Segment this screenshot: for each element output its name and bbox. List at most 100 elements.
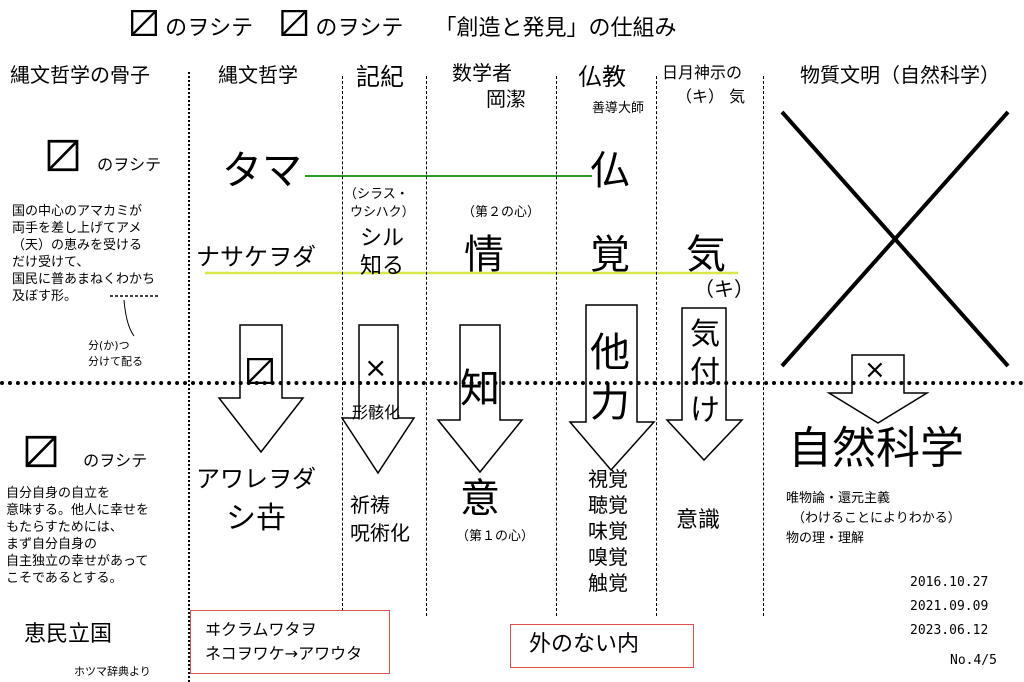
kiki-sub-2: ウシハク）: [350, 205, 415, 220]
nasakewoda-label: ナサケヲダ: [196, 243, 316, 271]
sotonai-text: 外のない内: [529, 632, 640, 657]
kiduke-3: け: [690, 393, 720, 428]
box-sotonai: 外のない内: [510, 624, 694, 668]
kiki-jujutsu: 呪術化: [350, 521, 410, 545]
upper-woshite-label: 〼 のヲシテ: [44, 135, 162, 180]
header-jomon: 縄文哲学: [218, 63, 298, 87]
header-busshitsu: 物質文明（自然科学）: [800, 63, 1000, 87]
right-desc-1: 唯物論・還元主義: [786, 491, 891, 506]
header-math2: 岡潔: [486, 87, 526, 111]
date-2: 2021.09.09: [910, 599, 989, 614]
note-wakete: 分けて配る: [88, 355, 143, 368]
right-desc-2: （わけることによりわかる）: [792, 511, 961, 526]
lower-desc-1: 自分自身の自立を: [6, 486, 111, 501]
kiduke-2: 付: [690, 355, 720, 390]
kiki-keigai: 形骸化: [352, 403, 401, 422]
upper-desc-4: だけ受けて、: [12, 255, 90, 270]
math-i: 意: [460, 476, 500, 522]
kikuramu-text: ヰクラムワタヲ: [205, 620, 317, 639]
header-math1: 数学者: [452, 61, 512, 85]
lower-woshite-label: 〼 のヲシテ: [22, 431, 148, 476]
lower-desc-2: 意味する。他人に幸せを: [6, 503, 150, 518]
tama-label: タマ: [222, 148, 302, 194]
hand-raise-glyph-icon: 〼: [44, 135, 83, 179]
big-x-stroke-2: [780, 110, 1010, 368]
title-part2: のヲシテ: [315, 16, 404, 41]
ki-kana: （キ）: [694, 277, 754, 301]
kiki-shiru-kanji: 知る: [360, 254, 405, 279]
self-glyph-icon: 〼: [22, 431, 61, 475]
nekowoda-text: ネコヲワケ→アワウタ: [205, 644, 363, 663]
header-bukkyo: 仏教: [578, 63, 626, 91]
box-kikuramu: ヰクラムワタヲ ネコヲワケ→アワウタ: [190, 610, 390, 674]
date-3: 2023.06.12: [910, 623, 989, 638]
math-down-arrow: [436, 324, 524, 474]
lower-desc-4: まず自分自身の: [6, 537, 98, 552]
sense-5: 触覚: [588, 571, 628, 595]
header-hitsuki2: （キ） 気: [676, 87, 746, 106]
bukkyo-down-arrow: [568, 304, 656, 472]
divider-hitsuki: [763, 76, 764, 616]
math-jo: 情: [464, 232, 504, 278]
title-part3: 「創造と発見」の仕組み: [434, 16, 677, 41]
self-glyph-icon: 〼: [278, 5, 311, 43]
lower-desc-5: 自主独立の幸せがあって: [6, 554, 149, 569]
upper-desc-1: 国の中心のアマカミが: [12, 204, 143, 219]
date-1: 2016.10.27: [910, 575, 989, 590]
awarewoda-label: アワレヲダ: [196, 465, 316, 493]
source-note: ホツマ辞典より: [74, 665, 151, 678]
header-bone: 縄文哲学の骨子: [10, 63, 150, 87]
hand-raise-glyph-icon: 〼: [128, 5, 161, 43]
title-part1: のヲシテ: [165, 16, 254, 41]
kiki-arrow-x-icon: ×: [364, 351, 388, 384]
right-down-arrow: [826, 354, 930, 424]
divider-bone: [188, 72, 190, 682]
divider-math: [556, 76, 557, 616]
jomon-arrow-glyph-icon: 〼: [244, 353, 277, 391]
right-desc-3: 物の理・理解: [786, 531, 865, 546]
bukkyo-kaku: 覚: [590, 232, 630, 278]
divider-jomon: [342, 76, 343, 616]
emin-ritsukoku: 恵民立国: [24, 622, 113, 647]
divider-bukkyo: [656, 76, 657, 616]
upper-desc-6: 及ぼす形。: [12, 289, 78, 304]
shizen-kagaku: 自然科学: [788, 423, 964, 474]
kiki-shiru: シル: [360, 226, 405, 251]
kiduke-1: 気: [690, 317, 720, 352]
lower-desc-6: こそであるとする。: [6, 571, 123, 586]
kiki-kito: 祈祷: [350, 493, 390, 517]
sense-4: 嗅覚: [588, 545, 628, 569]
kiki-down-arrow: [340, 324, 416, 475]
note-wakatsu: 分(か)つ: [88, 339, 130, 352]
kiki-sub-1: （シラス・: [344, 187, 409, 202]
lower-suffix: のヲシテ: [83, 451, 148, 470]
upper-desc-2: 両手を差し上げてアメ: [12, 221, 142, 236]
bukkyo-tariki-1: 他: [590, 330, 630, 376]
header-zendo: 善導大師: [592, 101, 645, 116]
header-kiki: 記紀: [356, 63, 404, 91]
page-number: No.4/5: [950, 653, 997, 668]
math-chi: 知: [460, 366, 500, 412]
upper-desc-3: （天）の恵みを受ける: [12, 238, 143, 253]
page-title: 〼 のヲシテ 〼 のヲシテ 「創造と発見」の仕組み: [128, 5, 677, 43]
sense-3: 味覚: [588, 519, 628, 543]
horizontal-divider: [0, 381, 1024, 385]
divider-kiki: [426, 76, 427, 616]
bukkyo-butsu: 仏: [590, 148, 630, 194]
shi-label: シ卋: [226, 501, 286, 536]
math-dai2: （第２の心）: [462, 205, 541, 220]
note-connector: [123, 299, 135, 337]
bukkyo-tariki-2: 力: [590, 380, 630, 426]
ki-kanji: 気: [686, 232, 726, 278]
lower-desc-3: もたらすためには、: [6, 520, 123, 535]
math-dai1: （第１の心）: [456, 529, 535, 544]
upper-desc-5: 国民に普あまねくわかち: [12, 272, 156, 287]
ishiki-label: 意識: [676, 508, 721, 533]
sense-2: 聴覚: [588, 493, 628, 517]
sense-1: 視覚: [588, 467, 628, 491]
jomon-down-arrow: [217, 324, 305, 454]
right-arrow-x-icon: ×: [864, 355, 886, 385]
upper-suffix: のヲシテ: [97, 155, 162, 174]
header-hitsuki1: 日月神示の: [662, 63, 743, 82]
